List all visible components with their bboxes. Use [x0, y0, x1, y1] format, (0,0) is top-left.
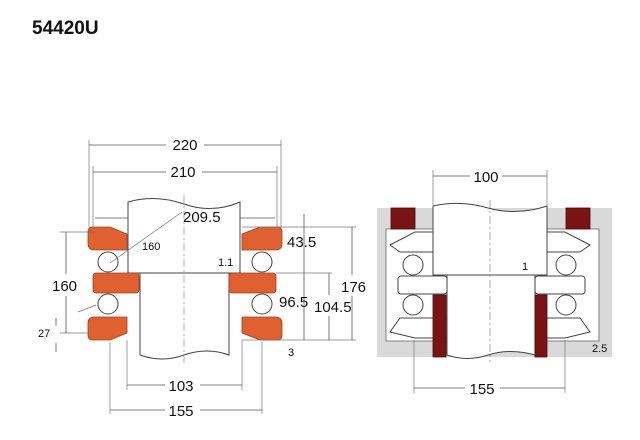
- dim-96-5: 96.5: [279, 294, 308, 311]
- dim-3: 3: [288, 347, 294, 359]
- dim-103: 103: [168, 378, 193, 395]
- dim-100: 100: [473, 169, 498, 186]
- ball: [251, 251, 273, 273]
- ball: [97, 251, 119, 273]
- housing-ring-left: [390, 207, 416, 230]
- housing-ring-right: [565, 207, 591, 230]
- dim-210: 210: [170, 164, 195, 181]
- dim-155: 155: [168, 403, 193, 420]
- dim-27: 27: [38, 328, 50, 340]
- sleeve-left: [432, 294, 447, 358]
- shaft-upper: [127, 198, 241, 274]
- dim-1: 1: [522, 261, 528, 273]
- dim-176: 176: [341, 279, 366, 296]
- washers-left: [87, 226, 283, 341]
- dim-160: 160: [52, 278, 77, 295]
- right-view: 100 1 2.5 155: [377, 169, 612, 398]
- sleeve-right: [534, 294, 548, 358]
- bearing-designation-title: 54420U: [32, 18, 99, 39]
- ball: [251, 293, 273, 315]
- shaft-lower: [139, 272, 230, 360]
- dim-2-5: 2.5: [592, 343, 607, 355]
- dim-209-5: 209.5: [183, 209, 221, 226]
- dim-160-small: 160: [142, 241, 160, 253]
- ball: [97, 293, 119, 315]
- dim-1-1: 1.1: [218, 257, 233, 269]
- left-view: 220 210 209.5 160 1.1: [38, 137, 366, 420]
- dim-104-5: 104.5: [314, 299, 352, 316]
- dim-220: 220: [172, 137, 197, 154]
- dim-43-5: 43.5: [287, 234, 316, 251]
- dim-155-right: 155: [469, 381, 494, 398]
